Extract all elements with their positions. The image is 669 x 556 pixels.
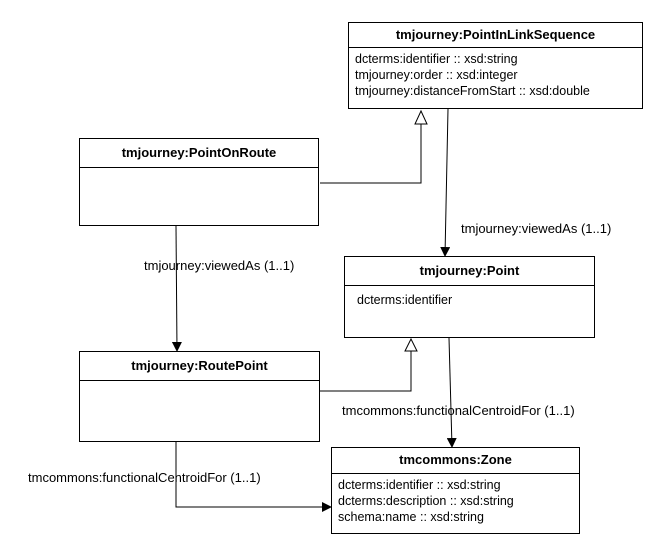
label-routepoint-centroid: tmcommons:functionalCentroidFor (1..1) <box>28 470 261 485</box>
class-route-point[interactable]: tmjourney:RoutePoint <box>79 351 320 442</box>
class-zone[interactable]: tmcommons:Zone dcterms:identifier :: xsd… <box>331 447 580 534</box>
class-title: tmcommons:Zone <box>332 448 579 474</box>
class-title: tmjourney:PointInLinkSequence <box>349 23 642 48</box>
class-title: tmjourney:RoutePoint <box>80 352 319 381</box>
class-point[interactable]: tmjourney:Point dcterms:identifier <box>344 256 595 338</box>
generalization-routepoint <box>320 351 412 392</box>
association-point-zone <box>446 337 457 448</box>
label-pils-viewed-as: tmjourney:viewedAs (1..1) <box>461 221 612 236</box>
attribute: dcterms:identifier :: xsd:string <box>355 52 518 66</box>
attribute: tmjourney:order :: xsd:integer <box>355 68 518 82</box>
class-title: tmjourney:Point <box>345 257 594 286</box>
class-attributes: dcterms:identifier :: xsd:string tmjourn… <box>349 48 642 102</box>
attribute: dcterms:identifier :: xsd:string <box>338 478 501 492</box>
class-attributes: dcterms:identifier <box>345 286 594 314</box>
attribute: tmjourney:distanceFromStart :: xsd:doubl… <box>355 84 590 98</box>
attribute: dcterms:description :: xsd:string <box>338 494 514 508</box>
label-point-centroid: tmcommons:functionalCentroidFor (1..1) <box>342 403 575 418</box>
association-por-routepoint <box>171 225 182 352</box>
class-title: tmjourney:PointOnRoute <box>80 139 318 168</box>
attribute: dcterms:identifier <box>357 293 453 307</box>
association-routepoint-zone <box>175 442 332 512</box>
class-point-on-route[interactable]: tmjourney:PointOnRoute <box>79 138 319 226</box>
generalization-triangle-1 <box>414 109 428 125</box>
class-attributes: dcterms:identifier :: xsd:string dcterms… <box>332 474 579 528</box>
class-point-in-link-sequence[interactable]: tmjourney:PointInLinkSequence dcterms:id… <box>348 22 643 109</box>
attribute: schema:name :: xsd:string <box>338 510 484 524</box>
label-por-viewed-as: tmjourney:viewedAs (1..1) <box>144 258 295 273</box>
generalization-pointonroute <box>320 124 422 184</box>
association-pils-point <box>440 108 451 257</box>
generalization-triangle-2 <box>404 337 418 352</box>
